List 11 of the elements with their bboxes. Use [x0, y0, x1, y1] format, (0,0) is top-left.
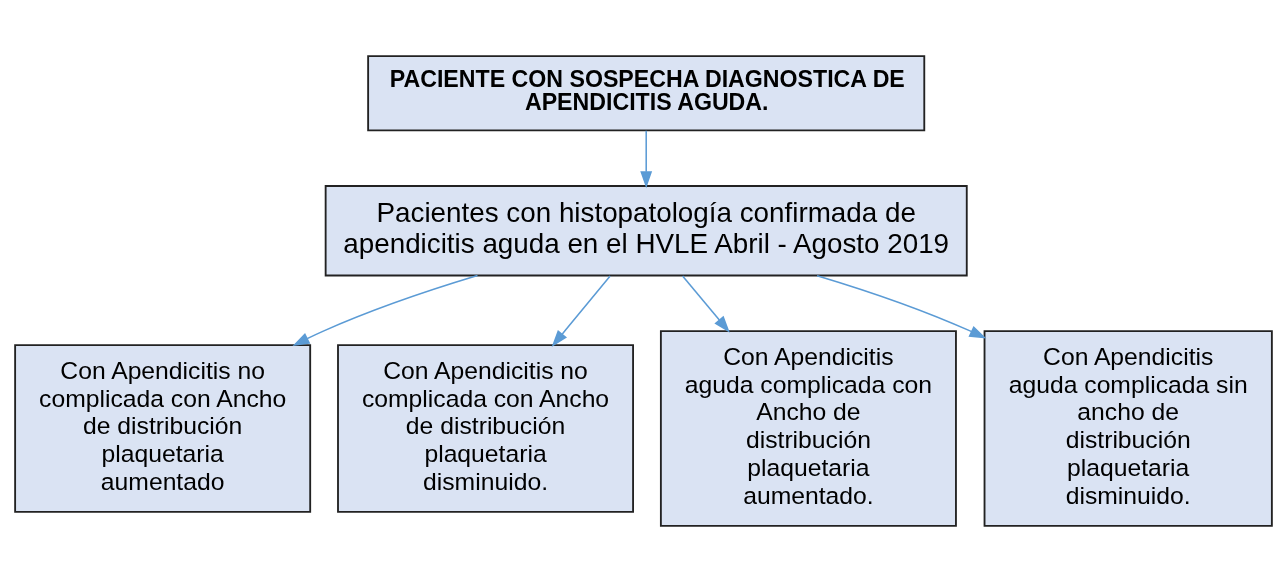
- node-box: Con Apendicitis aguda complicada sin ancho de distribución plaquetaria disminuido.: [983, 329, 1273, 527]
- arrow: [640, 129, 653, 188]
- arrow: [681, 274, 730, 333]
- arrow: [292, 274, 479, 346]
- node-box: Pacientes con histopatología confirmada de apendicitis aguda en el HVLE Abril - Agosto 2019: [324, 184, 968, 276]
- node-box: Con Apendicitis no complicada con Ancho de distribución plaquetaria disminuido.: [337, 343, 634, 513]
- node-box: PACIENTE CON SOSPECHA DIAGNOSTICA DE APENDICITIS AGUDA.: [367, 54, 926, 131]
- node-box: Con Apendicitis aguda complicada con Ancho de distribución plaquetaria aumentado.: [659, 329, 957, 527]
- node-box: Con Apendicitis no complicada con Ancho de distribución plaquetaria aumentado: [14, 343, 312, 513]
- arrow: [816, 274, 987, 339]
- arrow: [551, 274, 611, 347]
